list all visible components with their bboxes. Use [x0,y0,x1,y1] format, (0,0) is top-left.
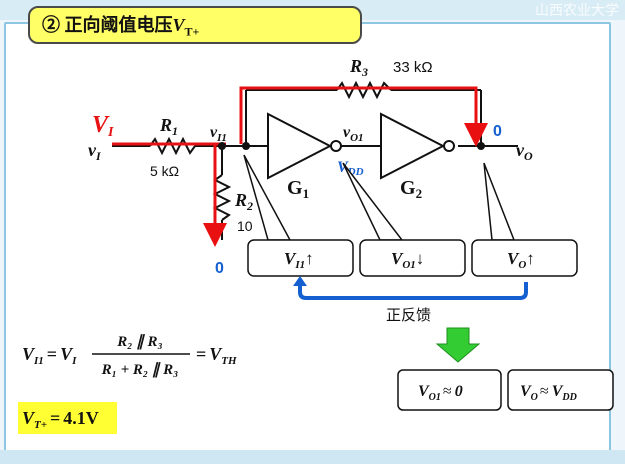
vo1-label: vO1 [343,124,364,144]
feedback-label: 正反馈 [386,306,431,324]
result-vo-text: VO≈VDD [520,383,577,403]
result-box-vo1 [397,369,502,411]
r2-label: R2 [234,190,253,213]
formula-rhs: =VTH [196,344,237,367]
callout-box-vi1 [247,239,354,277]
callout-wedge-vo [483,162,516,241]
callout-vi1-text: VI1↑ [284,249,314,271]
vo-label: vO [516,140,533,163]
g1-inverter [267,112,333,180]
formula-lhs: VI1=VI [22,344,77,367]
callout-box-vo1 [359,239,466,277]
red-feedback-path [239,86,488,147]
callout-wedge-vo1 [342,162,404,241]
node-vo [477,142,485,150]
page-title: ② 正向阈值电压VT+ [28,6,362,44]
formula-denominator: R₁ + R₂ ∥ R₃ [101,362,179,378]
vi-red-label: VI [92,112,114,140]
watermark: 山西农业大学 [535,2,619,18]
green-down-arrow-icon [435,327,481,363]
g1-bubble [330,140,342,152]
result-highlight [18,402,117,434]
node-feedback [242,142,250,150]
r3-label: R3 [349,56,368,79]
result-box-vo [507,369,614,411]
r2-resistor [212,174,232,221]
g2-label: G2 [400,177,422,201]
g1-label: G1 [287,177,309,201]
callout-vo-text: VO↑ [507,249,535,271]
vi-label: vI [88,140,102,163]
result-vo1-text: VO1≈0 [418,383,463,403]
r1-label: R1 [159,115,178,138]
feedback-arrowhead-icon [293,276,307,286]
zero-output-label: 0 [493,123,502,140]
zero-ground-label: 0 [215,260,224,277]
vt-plus-result: VT+=4.1V [22,408,99,431]
g2-inverter [380,112,446,180]
g2-bubble [443,140,455,152]
title-prefix: ② 正向阈值电压 [42,15,173,35]
callout-box-vo [471,239,578,277]
formula-numerator: R₂ ∥ R₃ [116,334,162,350]
callout-vo1-text: VO1↓ [391,249,424,271]
r3-value: 33 kΩ [393,59,433,76]
title-symbol: V [172,15,185,35]
r1-value: 5 kΩ [150,163,179,179]
footer-bar [0,450,625,464]
r2-value: 10 [237,218,253,234]
node-vi1 [218,142,226,150]
r3-resistor [336,80,392,100]
r1-resistor [149,136,196,156]
title-sub: T+ [184,24,200,39]
vi1-label: vI1 [210,124,227,144]
feedback-loop-arrow [298,282,528,300]
